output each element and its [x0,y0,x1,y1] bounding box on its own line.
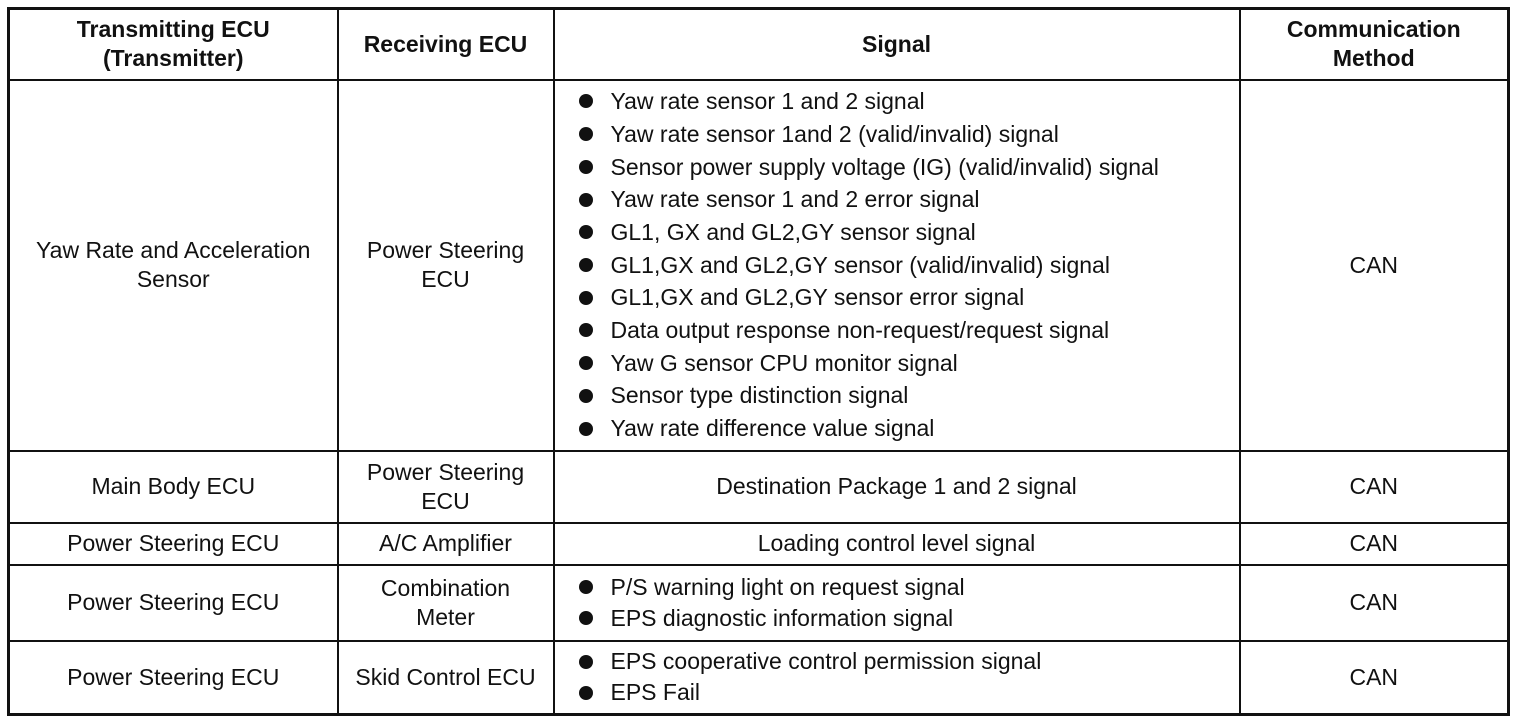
signal-list: EPS cooperative control permission signa… [561,646,1233,708]
signal-item: EPS Fail [578,677,1233,708]
signal-item: GL1,GX and GL2,GY sensor (valid/invalid)… [578,249,1233,282]
signal-item: Yaw rate sensor 1 and 2 signal [578,85,1233,118]
header-receiving-ecu: Receiving ECU [336,7,555,81]
header-communication-method: Communication Method [1238,7,1510,81]
table-row: Power Steering ECU Skid Control ECU EPS … [7,639,1510,716]
signal-item: Yaw rate sensor 1and 2 (valid/invalid) s… [578,118,1233,151]
communication-table: Transmitting ECU (Transmitter) Receiving… [7,7,1510,716]
transmitter-cell: Power Steering ECU [7,639,339,716]
signal-item: GL1, GX and GL2,GY sensor signal [578,216,1233,249]
table-row: Power Steering ECU Combination Meter P/S… [7,563,1510,642]
table-row: Power Steering ECU A/C Amplifier Loading… [7,521,1510,566]
receiver-cell: Power Steering ECU [336,78,555,452]
receiver-cell: Power Steering ECU [336,449,555,524]
table-row: Yaw Rate and Acceleration Sensor Power S… [7,78,1510,452]
signal-item: GL1,GX and GL2,GY sensor error signal [578,281,1233,314]
table-row: Main Body ECU Power Steering ECU Destina… [7,449,1510,524]
transmitter-cell: Power Steering ECU [7,563,339,642]
signal-item: Sensor type distinction signal [578,379,1233,412]
signal-list: P/S warning light on request signal EPS … [561,572,1233,634]
signal-item: Yaw rate difference value signal [578,412,1233,445]
header-row: Transmitting ECU (Transmitter) Receiving… [7,7,1510,81]
transmitter-cell: Main Body ECU [7,449,339,524]
signal-cell: P/S warning light on request signal EPS … [552,563,1241,642]
method-cell: CAN [1238,78,1510,452]
signal-item: Yaw G sensor CPU monitor signal [578,347,1233,380]
signal-item: Sensor power supply voltage (IG) (valid/… [578,151,1233,184]
receiver-cell: Skid Control ECU [336,639,555,716]
method-cell: CAN [1238,521,1510,566]
signal-item: EPS diagnostic information signal [578,603,1233,634]
signal-list: Yaw rate sensor 1 and 2 signal Yaw rate … [561,85,1233,445]
signal-cell: Yaw rate sensor 1 and 2 signal Yaw rate … [552,78,1241,452]
receiver-cell: A/C Amplifier [336,521,555,566]
transmitter-cell: Yaw Rate and Acceleration Sensor [7,78,339,452]
signal-cell: Destination Package 1 and 2 signal [552,449,1241,524]
signal-item: P/S warning light on request signal [578,572,1233,603]
method-cell: CAN [1238,563,1510,642]
receiver-cell: Combination Meter [336,563,555,642]
signal-item: Yaw rate sensor 1 and 2 error signal [578,183,1233,216]
signal-cell: EPS cooperative control permission signa… [552,639,1241,716]
signal-item: EPS cooperative control permission signa… [578,646,1233,677]
signal-item: Data output response non-request/request… [578,314,1233,347]
method-cell: CAN [1238,639,1510,716]
header-transmitting-ecu: Transmitting ECU (Transmitter) [7,7,339,81]
signal-cell: Loading control level signal [552,521,1241,566]
method-cell: CAN [1238,449,1510,524]
transmitter-cell: Power Steering ECU [7,521,339,566]
header-signal: Signal [552,7,1241,81]
